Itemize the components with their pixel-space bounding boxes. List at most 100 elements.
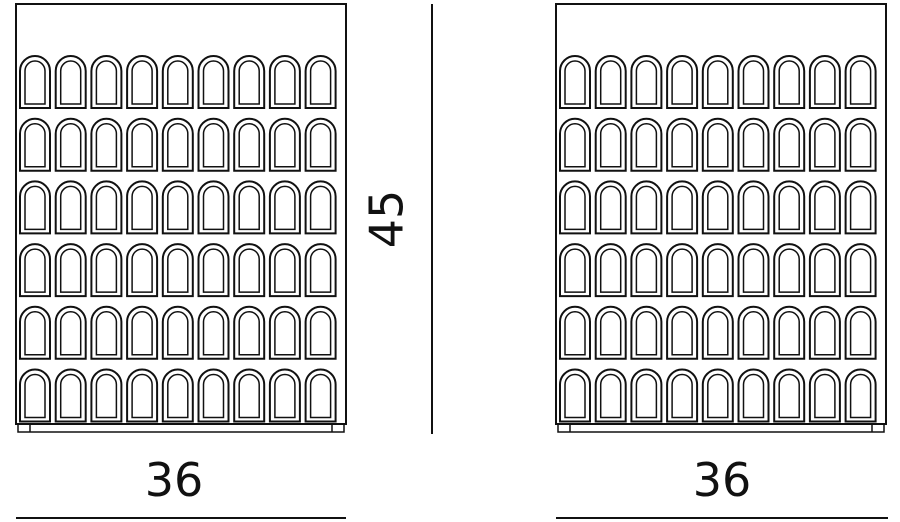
arch-niche-inner [707,60,729,105]
arch-niche-outer [19,368,51,423]
arch-niche-outer [126,243,159,298]
arch-niche-outer [630,305,663,360]
arch-niche-outer [773,55,806,109]
arch-niche-outer [19,117,51,172]
arch-niche-outer [844,55,877,109]
arch-niche-outer [844,368,877,423]
arch-niche-inner [59,311,82,356]
arch-niche-inner [707,248,729,293]
arch-niche-outer [594,117,627,172]
arch-niche-inner [59,122,82,168]
arch-niche-outer [233,117,266,172]
arch-niche-outer [197,55,230,109]
arch-niche-inner [671,122,693,168]
arch-niche-outer [126,117,159,172]
arch-niche-outer [304,117,337,172]
arch-niche-inner [274,122,296,168]
arch-niche-outer [161,180,194,235]
arch-niche-outer [559,368,591,423]
arch-niche-inner [309,311,332,356]
arch-niche-outer [90,180,123,235]
arch-niche-inner [274,373,296,419]
arch-niche-inner [814,248,836,293]
arch-niche-inner [707,311,729,356]
arch-niche-inner [814,185,836,231]
arch-niche-inner [274,248,296,293]
arch-niche-inner [599,60,622,105]
arch-niche-outer [161,305,194,360]
arch-niche-outer [197,243,230,298]
cabinet-plinth [17,423,345,433]
arch-niche-inner [238,122,260,168]
arch-niche-outer [737,368,770,423]
arch-niche-inner [707,122,729,168]
arch-niche-outer [54,243,87,298]
arch-niche-outer [594,305,627,360]
arch-niche-inner [564,311,586,356]
arch-niche-outer [161,117,194,172]
arch-niche-inner [167,60,189,105]
arch-niche-inner [309,185,332,231]
arch-niche-outer [808,243,841,298]
arch-niche-inner [238,60,260,105]
arch-niche-inner [131,311,153,356]
arch-niche-outer [161,55,194,109]
arch-niche-inner [814,311,836,356]
arch-niche-inner [95,185,118,231]
arch-niche-outer [54,117,87,172]
arch-niche-outer [161,243,194,298]
arch-niche-outer [737,117,770,172]
arch-niche-outer [701,305,734,360]
arch-niche-inner [167,185,189,231]
arch-niche-outer [268,243,301,298]
arch-niche-outer [594,243,627,298]
arch-niche-inner [564,185,586,231]
arch-niche-outer [126,180,159,235]
arch-niche-outer [54,368,87,423]
arch-niche-inner [814,122,836,168]
arch-niche-inner [599,122,622,168]
arch-niche-outer [737,305,770,360]
arch-niche-outer [126,55,159,109]
cabinet-front-view-left [15,3,347,433]
arch-niche-inner [742,248,765,293]
arch-niche-inner [131,373,153,419]
arch-niche-inner [707,185,729,231]
arch-niche-inner [59,185,82,231]
arch-niche-inner [238,185,260,231]
cabinet-front-view-right [555,3,887,433]
arch-niche-inner [671,311,693,356]
arch-niche-outer [808,117,841,172]
arch-niche-outer [773,243,806,298]
arch-niche-inner [59,60,82,105]
arch-niche-inner [131,60,153,105]
arch-niche-outer [54,180,87,235]
arch-niche-outer [773,305,806,360]
arch-niche-outer [630,117,663,172]
arch-niche-inner [671,185,693,231]
arch-niche-outer [666,243,699,298]
arch-niche-inner [599,373,622,419]
arch-niche-outer [304,55,337,109]
arch-niche-inner [849,60,872,105]
arch-niche-outer [666,305,699,360]
arch-niche-outer [90,368,123,423]
arch-niche-inner [95,373,118,419]
arch-niche-inner [814,373,836,419]
width-dimension-label-right: 36 [693,453,752,507]
arch-niche-outer [126,368,159,423]
arch-niche-outer [630,243,663,298]
arch-niche-inner [24,373,46,419]
arch-niche-outer [233,180,266,235]
arch-niche-outer [304,180,337,235]
arch-niche-outer [233,243,266,298]
arch-niche-inner [635,60,658,105]
arch-niche-inner [814,60,836,105]
arch-niche-outer [90,55,123,109]
arch-niche-outer [233,368,266,423]
cabinet-body [15,3,347,425]
arch-niche-inner [309,373,332,419]
arch-niche-inner [24,311,46,356]
arch-niche-inner [778,248,800,293]
arch-niche-inner [202,185,225,231]
